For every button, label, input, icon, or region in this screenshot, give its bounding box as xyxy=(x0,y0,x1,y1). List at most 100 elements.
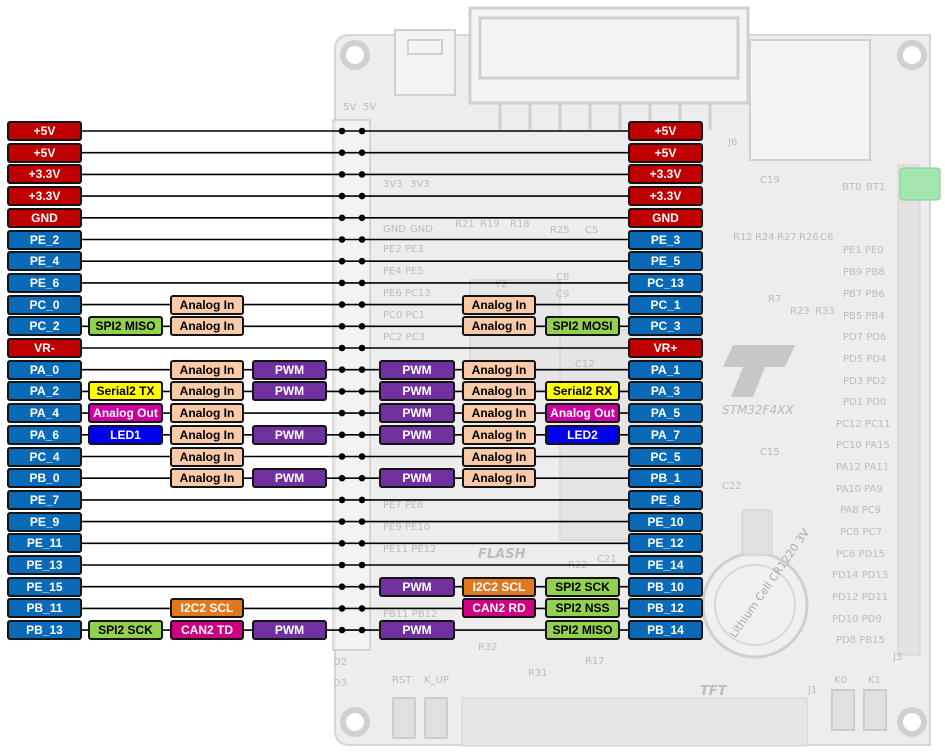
right-pin-label: PE_8 xyxy=(628,489,703,510)
battery-icon xyxy=(701,509,809,659)
pin-dot xyxy=(338,496,346,504)
pin-dot xyxy=(338,257,346,265)
silk-label: PC0 PC1 xyxy=(383,310,425,321)
right-pin-label: VR+ xyxy=(628,338,703,358)
right-function-analog-label: Analog In xyxy=(462,294,536,315)
pin-dot xyxy=(358,496,366,504)
right-function-analog-label: Analog In xyxy=(462,403,536,424)
pin-dot xyxy=(358,301,366,308)
silk-label: PA10 PA9 xyxy=(836,484,883,495)
usb-connector-icon xyxy=(394,29,456,96)
silk-label: R23 xyxy=(790,306,810,317)
right-function-analog-label: Analog In xyxy=(462,359,536,380)
right-function-spi-label: SPI2 MISO xyxy=(545,620,620,641)
right-pin-label: PA_3 xyxy=(628,381,703,402)
silk-label: PE6 PC13 xyxy=(383,288,431,299)
silk-label: J3 xyxy=(892,652,902,663)
silk-label: R32 xyxy=(478,642,498,653)
left-function-analog-out-label: Analog Out xyxy=(88,403,163,424)
right-pin-label: PB_12 xyxy=(628,598,703,619)
silk-label: BT1 xyxy=(866,182,885,193)
pin-dot xyxy=(358,388,366,395)
pin-dot xyxy=(338,583,346,590)
left-function-pwm-label: PWM xyxy=(252,424,327,445)
right-function-analog-label: Analog In xyxy=(462,316,536,337)
silk-label: PE1 PE0 xyxy=(843,245,884,256)
right-function-spi-label: SPI2 SCK xyxy=(545,576,620,597)
silk-label: R7 xyxy=(768,294,781,305)
silk-label: RST xyxy=(392,675,412,686)
silk-label: C15 xyxy=(760,447,780,458)
silk-label: R27 xyxy=(777,232,797,243)
silk-label: C22 xyxy=(722,481,742,492)
left-pin-label: PA_0 xyxy=(7,359,82,380)
right-pin-label: PB_1 xyxy=(628,468,703,489)
pin-dot xyxy=(358,366,366,374)
pin-dot xyxy=(358,257,366,265)
pin-dot xyxy=(358,626,366,634)
left-function-pwm-label: PWM xyxy=(252,468,327,489)
silk-label: D3 xyxy=(333,678,347,689)
right-pin-label: PC_1 xyxy=(628,294,703,315)
left-pin-label: PC_0 xyxy=(7,294,82,315)
pin-dot xyxy=(358,583,366,590)
right-function-analog-label: Analog In xyxy=(462,446,536,467)
pin-dot xyxy=(338,127,346,135)
pin-dot xyxy=(338,192,346,200)
right-function-analog-label: Analog In xyxy=(462,468,536,489)
silk-label: PD7 PD6 xyxy=(843,332,886,343)
silk-label: PC2 PC3 xyxy=(383,332,425,343)
pin-dot xyxy=(338,214,346,222)
mounting-holes xyxy=(340,40,927,737)
pin-dot xyxy=(358,279,366,287)
right-pin-label: PC_13 xyxy=(628,272,703,293)
silk-label: PD14 PD13 xyxy=(832,570,888,581)
pin-dot xyxy=(338,561,346,569)
silk-label: GND xyxy=(410,224,433,235)
right-function-spi-label: SPI2 MOSI xyxy=(545,316,620,337)
right-pin-label: PC_3 xyxy=(628,316,703,337)
left-pin-label: +5V xyxy=(7,142,82,163)
pin-dot xyxy=(358,540,366,547)
header-j3-icon xyxy=(897,164,921,656)
left-function-pwm-label: PWM xyxy=(252,359,327,380)
board-model-label: STM32F4XX xyxy=(722,403,794,417)
pin-dot xyxy=(338,605,346,612)
pin-dot xyxy=(358,344,366,352)
right-function-i2c-label: I2C2 SCL xyxy=(462,576,536,597)
pin-dot xyxy=(358,605,366,612)
right-pin-label: +3.3V xyxy=(628,186,703,207)
left-function-analog-label: Analog In xyxy=(170,424,244,445)
silk-label: PE9 PE10 xyxy=(383,522,430,533)
right-function-analog-label: Analog In xyxy=(462,424,536,445)
right-pin-label: PE_5 xyxy=(628,251,703,272)
silk-label: GND xyxy=(383,224,406,235)
silk-label: PC6 PD15 xyxy=(836,549,885,560)
silk-label: R26 xyxy=(799,232,819,243)
left-pin-label: GND xyxy=(7,207,82,228)
left-function-analog-label: Analog In xyxy=(170,359,244,380)
silk-label: C19 xyxy=(760,175,780,186)
silk-label: PD10 PD9 xyxy=(832,614,882,625)
left-pin-label: PB_0 xyxy=(7,468,82,489)
pin-dot xyxy=(338,388,346,395)
right-function-pwm-label: PWM xyxy=(379,576,455,597)
right-pin-label: PB_10 xyxy=(628,576,703,597)
right-pin-label: PE_10 xyxy=(628,511,703,532)
right-pin-label: +5V xyxy=(628,121,703,141)
left-function-analog-label: Analog In xyxy=(170,468,244,489)
jtag-header-icon xyxy=(468,6,750,130)
silk-label: K0 xyxy=(834,675,847,686)
silk-label: C21 xyxy=(597,554,617,565)
pin-dot xyxy=(338,431,346,439)
right-function-pwm-label: PWM xyxy=(379,424,455,445)
silk-label: R25 xyxy=(550,225,570,236)
silk-label: C9 xyxy=(556,289,569,300)
right-function-spi-label: SPI2 NSS xyxy=(545,598,620,619)
silk-label: PB11 PB12 xyxy=(383,609,437,620)
right-function-pwm-label: PWM xyxy=(379,381,455,402)
silk-label: PD5 PD4 xyxy=(843,354,886,365)
silk-label: D2 xyxy=(333,657,347,668)
pin-dot xyxy=(338,366,346,374)
left-function-pwm-label: PWM xyxy=(252,620,327,641)
